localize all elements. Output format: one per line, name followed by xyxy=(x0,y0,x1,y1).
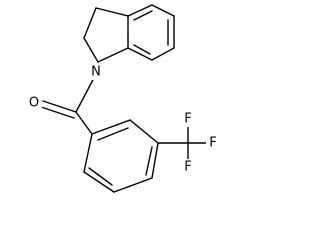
fluorine-label-top: F xyxy=(184,112,191,127)
nitrogen-label-bg xyxy=(88,64,104,80)
n-carbonyl-bond xyxy=(75,73,97,113)
bond xyxy=(83,37,99,63)
phenyl-ring xyxy=(83,119,159,193)
fluorine-label-bg xyxy=(206,135,220,151)
fluorine-label-bg xyxy=(181,111,195,127)
double-bond-inner xyxy=(133,44,151,55)
bond xyxy=(129,119,159,144)
bond xyxy=(127,47,153,61)
carbonyl-group xyxy=(40,100,77,119)
carbonyl-aryl-bond xyxy=(75,111,93,135)
bond xyxy=(83,7,97,39)
carbonyl-double-bond xyxy=(40,106,75,119)
bond xyxy=(95,7,129,17)
bond xyxy=(151,142,159,179)
bond xyxy=(127,4,153,17)
bond xyxy=(151,47,175,61)
bond xyxy=(83,133,93,173)
bond xyxy=(83,171,115,193)
double-bond-inner xyxy=(145,146,153,176)
molecule-structure-diagram: N O F F F xyxy=(26,4,220,193)
oxygen-label: O xyxy=(29,96,39,111)
double-bond-inner xyxy=(133,10,153,21)
bond xyxy=(97,47,129,63)
carbonyl-double-bond xyxy=(42,100,77,113)
fluorine-label-bg xyxy=(181,159,195,175)
bond xyxy=(113,177,153,193)
nitrogen-label: N xyxy=(91,65,101,80)
oxygen-label-bg xyxy=(26,95,42,111)
fluorine-label-right: F xyxy=(209,136,216,151)
fluorine-label-bottom: F xyxy=(184,160,191,175)
bond xyxy=(151,4,175,17)
indoline-benzene-ring xyxy=(127,4,175,61)
double-bond-inner xyxy=(97,127,129,141)
bond xyxy=(91,119,131,135)
indoline-pyrrolidine-ring xyxy=(83,7,129,63)
double-bond-inner xyxy=(88,167,113,186)
